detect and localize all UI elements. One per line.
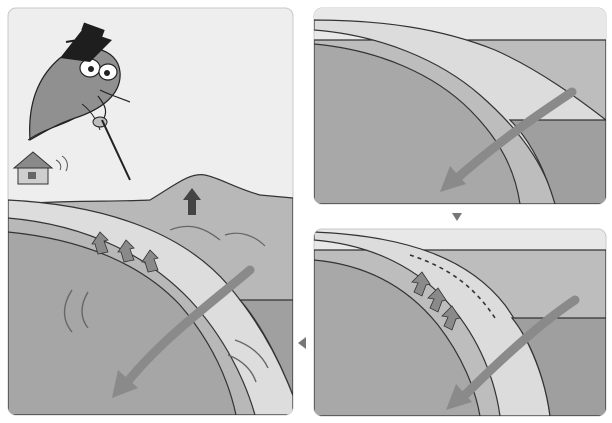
house-icon [12, 151, 68, 185]
step-triangle-icon [452, 213, 462, 221]
panel-earthquake-rebound [7, 7, 294, 416]
mantle-block [238, 299, 293, 415]
panel-subduction-locked [313, 7, 607, 205]
subduction-arrowhead [446, 384, 472, 410]
panel-strain-accumulation [313, 228, 607, 417]
subduction-arrow-icon [120, 265, 255, 390]
step-triangle-icon [298, 337, 306, 349]
oceanic-plate [8, 231, 237, 415]
subduction-arrow-icon [457, 295, 580, 403]
fold-line [224, 232, 266, 247]
subduction-arrowhead [112, 370, 138, 398]
push-arrow-icon [91, 231, 159, 273]
deformed-edge-line [409, 254, 496, 319]
pointer-stick-icon [101, 119, 131, 181]
catfish-professor-icon [27, 22, 131, 142]
shake-lines [63, 289, 269, 383]
subduction-arrowhead [440, 166, 466, 192]
oceanic-plate [314, 259, 481, 416]
uplift-arrow-icon [183, 188, 201, 215]
mantle-block [508, 119, 606, 204]
push-arrow-icon [411, 271, 461, 331]
subduction-arrow-icon [450, 87, 577, 185]
fold-line [169, 225, 221, 241]
